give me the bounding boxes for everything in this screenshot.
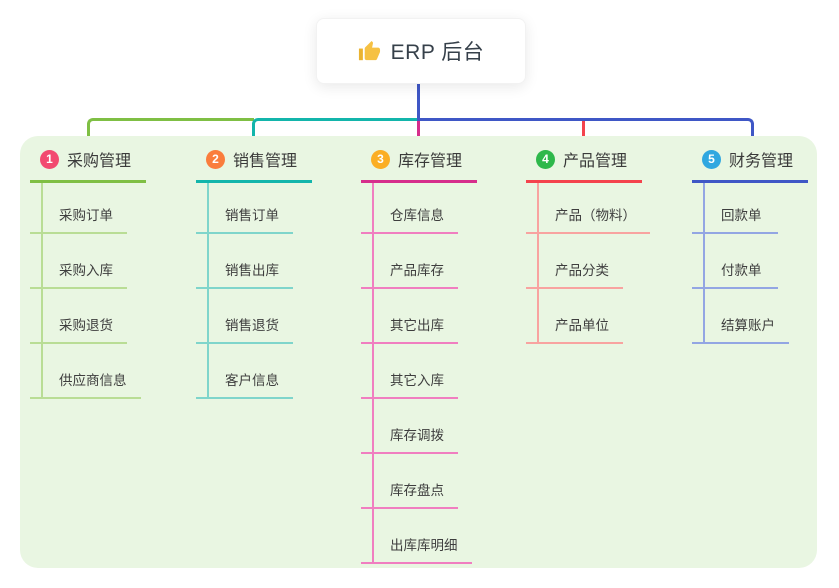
- branch-header-product[interactable]: 4 产品管理: [526, 144, 642, 183]
- node-item[interactable]: 采购订单: [30, 183, 127, 234]
- node-item[interactable]: 销售订单: [196, 183, 293, 234]
- node-item[interactable]: 其它出库: [361, 289, 458, 344]
- root-node[interactable]: ERP 后台: [316, 18, 526, 84]
- node-item[interactable]: 供应商信息: [30, 344, 141, 399]
- branch-title: 采购管理: [67, 153, 132, 170]
- branch-number-badge: 2: [206, 149, 225, 169]
- node-item[interactable]: 其它入库: [361, 344, 458, 399]
- node-item[interactable]: 库存调拨: [361, 399, 458, 454]
- branch-title: 销售管理: [233, 153, 298, 170]
- board-panel: [20, 136, 817, 568]
- connector-branch-purchase: [86, 117, 254, 151]
- branch-items: 销售订单 销售出库 销售退货 客户信息: [196, 183, 356, 399]
- root-title: ERP 后台: [390, 41, 485, 64]
- connector-branch-finance: [417, 117, 754, 151]
- branch-product: 4 产品管理 产品（物料） 产品分类 产品单位: [526, 144, 686, 344]
- branch-number-badge: 4: [536, 149, 555, 169]
- branch-sales: 2 销售管理 销售订单 销售出库 销售退货 客户信息: [196, 144, 356, 399]
- branch-number-badge: 5: [702, 149, 721, 169]
- branch-title: 财务管理: [729, 153, 794, 170]
- node-item[interactable]: 库存盘点: [361, 454, 458, 509]
- connector-branch-sales: [251, 117, 419, 151]
- branch-finance: 5 财务管理 回款单 付款单 结算账户: [692, 144, 839, 344]
- branch-title: 产品管理: [563, 153, 628, 170]
- branch-header-inventory[interactable]: 3 库存管理: [361, 144, 477, 183]
- node-item[interactable]: 仓库信息: [361, 183, 458, 234]
- branch-purchase: 1 采购管理 采购订单 采购入库 采购退货 供应商信息: [30, 144, 190, 399]
- branch-header-finance[interactable]: 5 财务管理: [692, 144, 808, 183]
- branch-header-purchase[interactable]: 1 采购管理: [30, 144, 146, 183]
- branch-items: 采购订单 采购入库 采购退货 供应商信息: [30, 183, 190, 399]
- node-item[interactable]: 客户信息: [196, 344, 293, 399]
- node-item[interactable]: 付款单: [692, 234, 778, 289]
- branch-inventory: 3 库存管理 仓库信息 产品库存 其它出库 其它入库 库存调拨 库存盘点 出库库…: [361, 144, 521, 564]
- branch-number-badge: 1: [40, 149, 59, 169]
- node-item[interactable]: 回款单: [692, 183, 778, 234]
- branch-items: 回款单 付款单 结算账户: [692, 183, 839, 344]
- connector-root-stem: [417, 82, 420, 121]
- node-item[interactable]: 产品分类: [526, 234, 623, 289]
- branch-items: 仓库信息 产品库存 其它出库 其它入库 库存调拨 库存盘点 出库库明细: [361, 183, 521, 564]
- node-item[interactable]: 结算账户: [692, 289, 789, 344]
- branch-header-sales[interactable]: 2 销售管理: [196, 144, 312, 183]
- node-item[interactable]: 产品（物料）: [526, 183, 650, 234]
- node-item[interactable]: 产品单位: [526, 289, 623, 344]
- node-item[interactable]: 销售出库: [196, 234, 293, 289]
- node-item[interactable]: 销售退货: [196, 289, 293, 344]
- node-item[interactable]: 采购退货: [30, 289, 127, 344]
- connector-branch-product: [581, 121, 585, 150]
- branch-items: 产品（物料） 产品分类 产品单位: [526, 183, 686, 344]
- branch-title: 库存管理: [398, 153, 463, 170]
- node-item[interactable]: 产品库存: [361, 234, 458, 289]
- node-item[interactable]: 出库库明细: [361, 509, 472, 564]
- node-item[interactable]: 采购入库: [30, 234, 127, 289]
- branch-number-badge: 3: [371, 149, 390, 169]
- thumbs-up-icon: [358, 40, 381, 63]
